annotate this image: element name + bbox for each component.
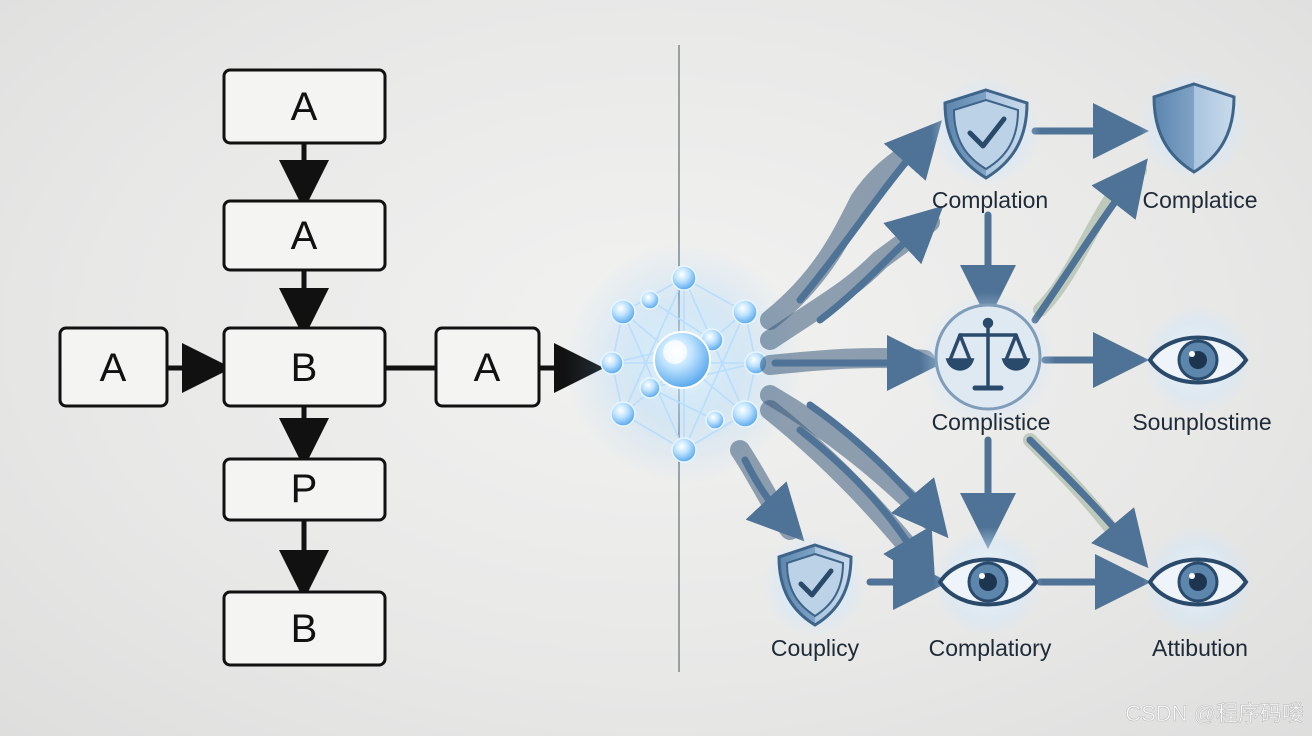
node-complatice-label: Complatice	[1142, 187, 1257, 213]
node-couplicy-label: Couplicy	[771, 635, 860, 661]
node-complistice-label: Complistice	[932, 409, 1051, 435]
node-complatiory: Complatiory	[929, 527, 1052, 661]
eye-icon	[1147, 335, 1249, 385]
neural-network-icon	[564, 243, 804, 483]
flow-box-right-label: A	[474, 346, 501, 390]
flow-box-right: A	[434, 326, 541, 408]
arrow-brain-to-couplicy	[741, 456, 805, 542]
node-attibution-label: Attibution	[1152, 635, 1248, 661]
shield-icon	[1152, 82, 1236, 174]
watermark-text: CSDN @程序码喽	[1125, 701, 1304, 726]
node-complatice: Complatice	[1139, 70, 1258, 213]
node-sounplostime: Sounplostime	[1132, 305, 1272, 435]
flow-box-fourth: P	[222, 457, 387, 522]
node-couplicy: Couplicy	[763, 533, 867, 661]
eye-icon	[937, 557, 1039, 607]
flow-box-center-label: B	[291, 346, 318, 390]
flow-box-left-label: A	[100, 346, 127, 390]
node-complatiory-label: Complatiory	[929, 635, 1052, 661]
flow-box-bottom-label: B	[291, 607, 318, 651]
network-arrows	[741, 103, 1151, 610]
flow-box-left: A	[58, 326, 169, 408]
node-sounplostime-label: Sounplostime	[1132, 409, 1271, 435]
flow-box-fourth-label: P	[291, 467, 318, 511]
flow-box-second-label: A	[291, 214, 318, 258]
eye-icon	[1147, 557, 1249, 607]
flow-box-bottom: B	[222, 590, 387, 667]
shield-check-icon	[777, 543, 853, 627]
flow-box-center: B	[222, 326, 387, 408]
node-complistice: Complistice	[920, 292, 1056, 435]
arrow-brain-to-complatiory-upper	[806, 401, 949, 539]
arrow-brain-to-complatiory	[796, 426, 936, 589]
scales-icon	[945, 317, 1031, 391]
node-complation: Complation	[931, 77, 1048, 213]
node-attibution: Attibution	[1143, 527, 1253, 661]
arrow-complistice-to-complatice	[1031, 158, 1148, 324]
shield-check-icon	[943, 88, 1029, 180]
flow-box-top: A	[222, 68, 387, 145]
node-complation-label: Complation	[932, 187, 1048, 213]
flow-box-second: A	[222, 199, 387, 272]
left-flowchart: A A A B A P B	[58, 68, 604, 667]
arrow-complistice-to-attibution	[1026, 436, 1149, 569]
arrow-brain-to-complation-lower	[816, 205, 944, 324]
arrow-brain-to-complation	[796, 120, 942, 304]
flow-box-top-label: A	[291, 85, 318, 129]
